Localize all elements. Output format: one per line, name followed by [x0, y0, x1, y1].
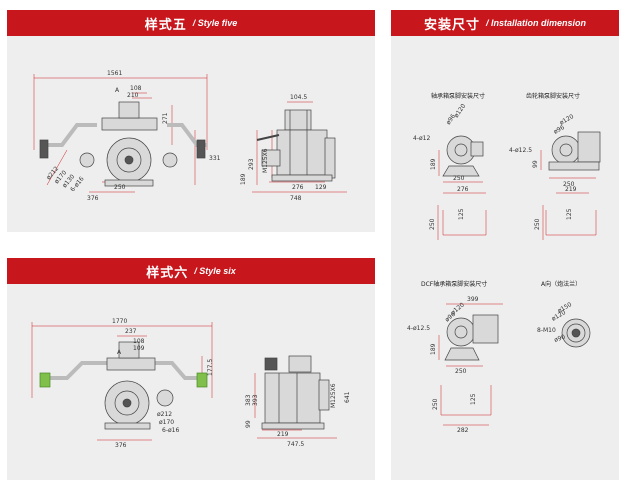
style-six-banner: 样式六 / Style six [7, 258, 375, 284]
style-five-front-drawing: 1561 108 210 A 271 331 250 376 ø212 ø170… [33, 70, 221, 202]
dim-237: 237 [125, 328, 137, 335]
dcf-w399: 399 [467, 296, 479, 303]
dcf-h189: 189 [430, 343, 437, 355]
dim-A: A [117, 349, 122, 356]
dim-108: 108 [130, 85, 142, 92]
dim-M125X6: M125X6 [330, 383, 337, 408]
dim-747-5: 747.5 [287, 441, 304, 448]
style-five-banner: 样式五 / Style five [7, 10, 375, 36]
dim-393: 393 [252, 394, 259, 406]
dim-376: 376 [87, 195, 99, 202]
a-phi90: ø90 [553, 333, 566, 344]
dcf-w282: 282 [457, 427, 469, 434]
bearing-w276: 276 [457, 186, 469, 193]
style-six-front-drawing: 1770 237 108 109 A 177.5 376 ø212 ø170 6… [31, 318, 214, 449]
dim-1770: 1770 [112, 318, 127, 325]
dim-6x16: 6-ø16 [162, 427, 179, 434]
dim-383: 383 [245, 394, 252, 406]
style-five-side-drawing: 104.5 293 M125X6 189 276 129 748 [240, 94, 347, 202]
dim-641: 641 [344, 391, 351, 403]
dcf-hole: 4-ø12.5 [407, 325, 430, 332]
installation-title-en: / Installation dimension [486, 18, 587, 28]
dim-177-5: 177.5 [207, 359, 214, 376]
dim-189: 189 [240, 173, 247, 185]
bearing-h125: 125 [458, 208, 465, 220]
dim-M125X6: M125X6 [262, 148, 269, 173]
dcf-h250: 250 [432, 398, 439, 410]
bearing-h250: 250 [429, 218, 436, 230]
dim-104-5: 104.5 [290, 94, 307, 101]
bearing-hole: 4-ø12 [413, 135, 430, 142]
dim-748: 748 [290, 195, 302, 202]
dim-phi212: ø212 [157, 411, 172, 418]
dim-phi170: ø170 [159, 419, 174, 426]
style-five-title-en: / Style five [192, 18, 238, 28]
dim-376: 376 [115, 442, 127, 449]
style-six-title-en: / Style six [194, 266, 236, 276]
installation-banner: 安装尺寸 / Installation dimension [391, 10, 619, 36]
style-six-side-drawing: 383 393 99 219 747.5 M125X6 641 [245, 355, 351, 448]
dim-210: 210 [127, 92, 139, 99]
gearbox-hole: 4-ø12.5 [509, 147, 532, 154]
dim-129: 129 [315, 184, 327, 191]
dim-219: 219 [277, 431, 289, 438]
dim-276: 276 [292, 184, 304, 191]
dcf-h125: 125 [470, 393, 477, 405]
installation-drawings: 轴承箱泵脚安装尺寸 ø120 ø96 4-ø12 189 250 276 125… [407, 92, 601, 434]
installation-title-cn: 安装尺寸 [423, 17, 480, 33]
style-five-panel: 样式五 / Style five 1561 108 210 A 271 [7, 10, 375, 232]
dcf-caption: DCF轴承箱泵脚安装尺寸 [421, 280, 487, 288]
dim-293: 293 [248, 158, 255, 170]
style-six-title-cn: 样式六 [146, 265, 189, 281]
dim-250: 250 [114, 184, 126, 191]
dcf-w250: 250 [455, 368, 467, 375]
installation-panel: 安装尺寸 / Installation dimension 轴承箱泵脚安装尺寸 … [391, 10, 619, 480]
bearing-h189: 189 [430, 158, 437, 170]
gearbox-h99: 99 [532, 160, 539, 168]
a-flange-caption: A向（炮法兰） [541, 280, 581, 288]
gearbox-phi96: ø96 [553, 124, 566, 136]
a-holes: 8-M10 [537, 327, 556, 334]
dim-109: 109 [133, 345, 145, 352]
dim-A: A [115, 87, 120, 94]
bearing-caption: 轴承箱泵脚安装尺寸 [431, 92, 485, 100]
dim-331: 331 [209, 155, 221, 162]
dim-108: 108 [133, 338, 145, 345]
dim-1561: 1561 [107, 70, 122, 77]
gearbox-w219: 219 [565, 186, 577, 193]
gearbox-caption: 齿轮箱泵脚安装尺寸 [526, 92, 580, 100]
bearing-w250: 250 [453, 175, 465, 182]
gearbox-h250: 250 [534, 218, 541, 230]
style-five-title-cn: 样式五 [144, 17, 187, 33]
dim-271: 271 [162, 112, 169, 124]
dim-99: 99 [245, 420, 252, 428]
style-six-panel: 样式六 / Style six 1770 237 108 109 A 177.5… [7, 258, 375, 480]
gearbox-h125: 125 [566, 208, 573, 220]
gearbox-w250: 250 [563, 181, 575, 188]
